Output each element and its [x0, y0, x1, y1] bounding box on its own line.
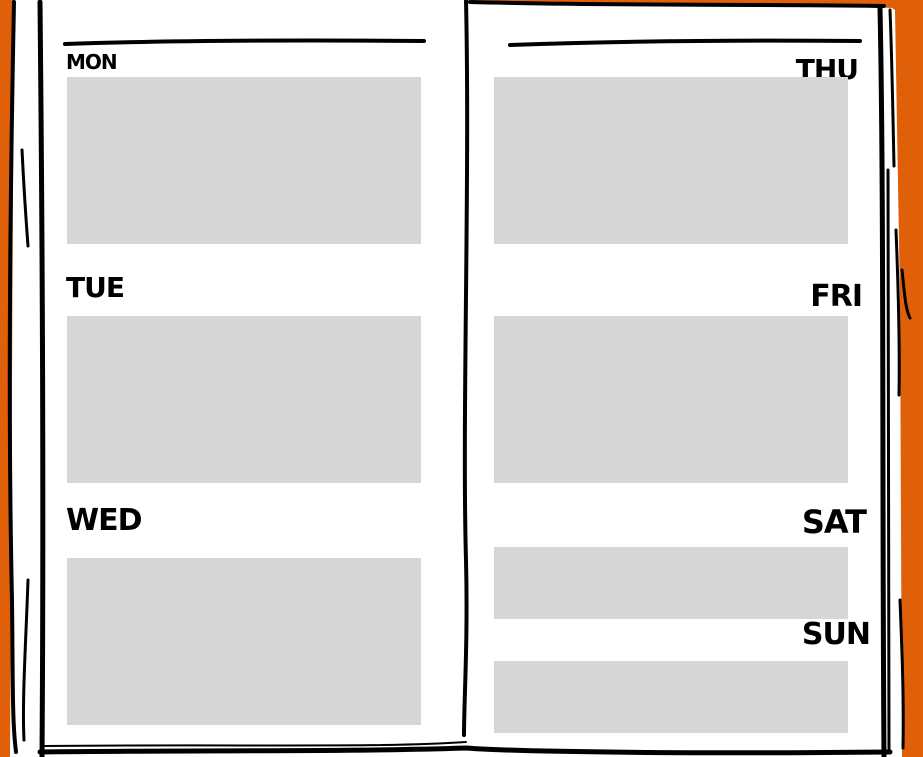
- day-label-mon: MON: [66, 50, 118, 74]
- writing-box-wed[interactable]: [67, 558, 421, 725]
- writing-box-tue[interactable]: [67, 316, 421, 483]
- day-label-sun: SUN: [801, 617, 871, 652]
- bottom-edge-2: [43, 741, 467, 747]
- day-label-wed: WED: [66, 503, 142, 538]
- right-edge-stroke-4: [898, 598, 905, 750]
- right-top-rule: [508, 38, 862, 47]
- writing-box-mon[interactable]: [67, 77, 421, 244]
- right-edge-stroke: [888, 8, 896, 168]
- writing-box-fri[interactable]: [494, 316, 848, 483]
- left-edge-stroke-2: [20, 148, 30, 248]
- day-label-tue: TUE: [66, 271, 125, 304]
- left-top-rule: [63, 38, 426, 46]
- writing-box-sat[interactable]: [494, 547, 848, 619]
- writing-box-sun[interactable]: [494, 661, 848, 733]
- day-label-fri: FRI: [810, 279, 863, 314]
- cover-right-edge: [880, 0, 923, 757]
- right-page-border: [877, 5, 887, 757]
- right-edge-stroke-2: [894, 228, 901, 397]
- writing-box-thu[interactable]: [494, 77, 848, 244]
- right-outer-stroke: [886, 168, 892, 754]
- left-edge-stroke-3: [21, 578, 30, 742]
- right-edge-stroke-3: [900, 268, 912, 320]
- day-label-sat: SAT: [801, 503, 867, 541]
- spine-line: [462, 0, 470, 737]
- top-edge-stroke: [468, 0, 886, 8]
- left-edge-stroke: [7, 0, 18, 754]
- left-page-border: [37, 0, 46, 757]
- bottom-edge: [37, 745, 893, 756]
